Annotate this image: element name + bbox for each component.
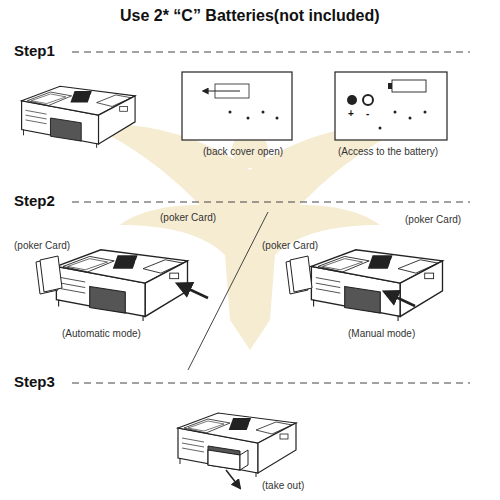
part-label: (poker Card): [405, 214, 461, 226]
heading: Use 2* “C” Batteries(not included): [120, 6, 380, 25]
divider: [188, 212, 268, 370]
back-cover: [182, 72, 292, 140]
part-label: (poker Card): [262, 240, 318, 252]
shuffler-drawing: [56, 250, 187, 321]
step-label: Step3: [14, 373, 55, 391]
step-label: Step1: [14, 42, 55, 60]
caption-label: (take out): [262, 480, 304, 492]
battery-compartment: [335, 72, 447, 140]
press-arrow: [385, 292, 415, 306]
shuffler-drawing: [311, 250, 442, 321]
part-label: (poker Card): [160, 212, 216, 224]
press-arrow: [178, 284, 208, 298]
shuffler-drawing: [22, 86, 135, 148]
step-label: Step2: [14, 192, 55, 210]
caption-label: (Manual mode): [348, 328, 415, 340]
shuffler-drawing: [178, 413, 296, 477]
caption-label: (back cover open): [203, 146, 283, 158]
card-drawer: [208, 450, 240, 470]
caption-label: (Automatic mode): [62, 328, 141, 340]
take-out-arrow: [226, 470, 240, 488]
polarity-sign: +: [348, 108, 354, 120]
polarity-sign: -: [366, 108, 369, 120]
watermark: [90, 124, 410, 350]
caption-label: (Access to the battery): [338, 146, 438, 158]
part-label: (poker Card): [14, 240, 70, 252]
